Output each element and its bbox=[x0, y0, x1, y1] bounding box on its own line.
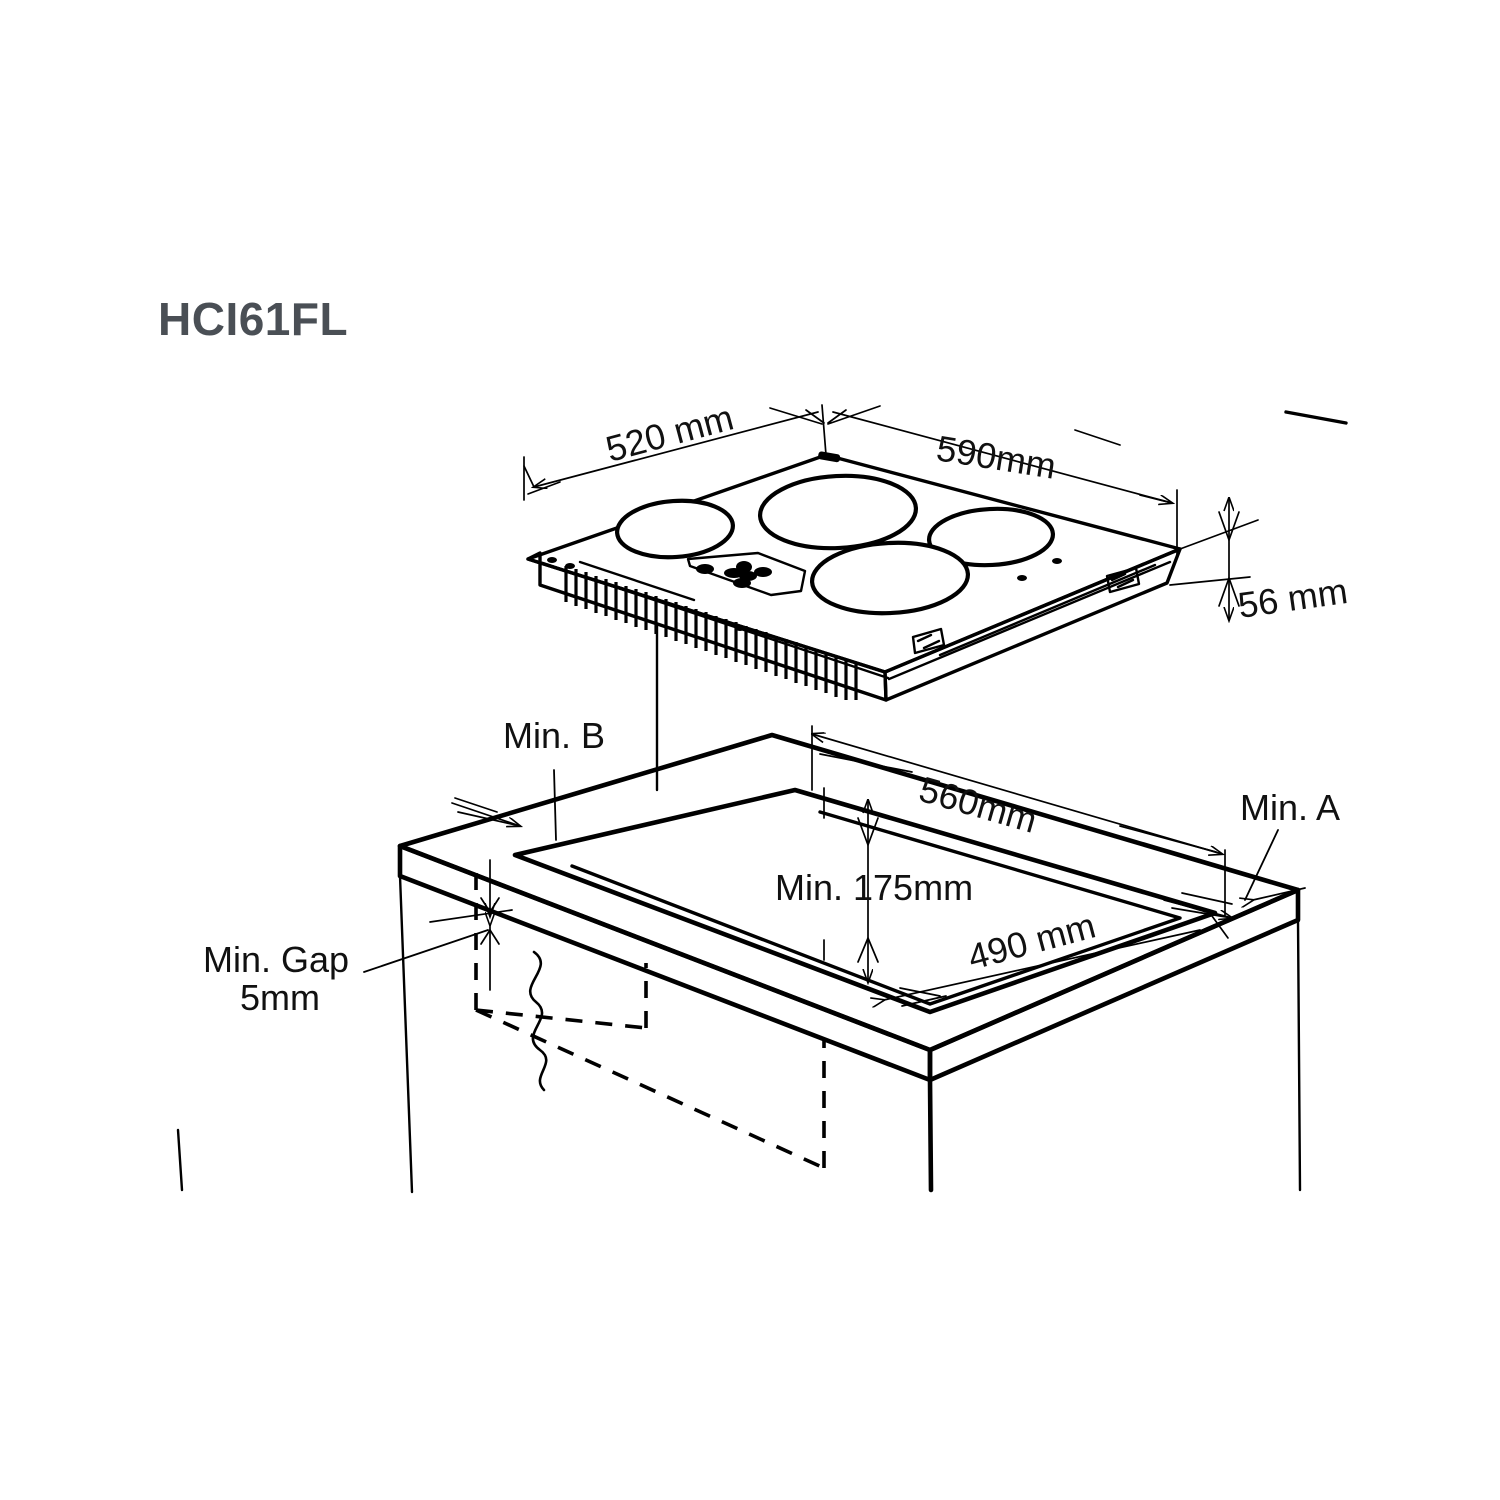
dim-490-ext bbox=[1211, 915, 1229, 939]
mounting-clip-right bbox=[1105, 566, 1141, 594]
dim-520-label: 520 mm bbox=[601, 396, 737, 469]
dim-590-line bbox=[832, 411, 1172, 503]
min-gap-leader bbox=[363, 929, 489, 973]
body-studs bbox=[547, 451, 1062, 631]
stray-line-top-right bbox=[1284, 410, 1348, 425]
min-b-arrow bbox=[451, 802, 520, 826]
cabinet-right-edge bbox=[1296, 918, 1302, 1192]
cooking-zone-rear-left bbox=[615, 498, 735, 560]
hob-body-edge-front bbox=[887, 560, 1172, 681]
control-panel-buttons bbox=[696, 561, 772, 588]
dim-560-line bbox=[812, 734, 1222, 854]
touch-control-panel bbox=[686, 551, 807, 597]
cabinet-left-edge bbox=[398, 874, 414, 1194]
cooking-zone-front-right bbox=[926, 506, 1056, 568]
min-b-leader bbox=[553, 769, 557, 841]
ventilation-grille bbox=[564, 566, 858, 700]
cabinet-far-left-edge bbox=[176, 1128, 184, 1192]
dim-56-ext-bottom bbox=[1169, 576, 1251, 586]
min-a-arrow-left bbox=[1163, 899, 1232, 918]
min-a-label: Min. A bbox=[1240, 787, 1340, 828]
hob-apex-extension bbox=[821, 404, 827, 456]
cooking-zone-front-left bbox=[809, 540, 971, 616]
min-gap-label-line1: Min. Gap bbox=[203, 939, 349, 980]
dim-175-label: Min. 175mm bbox=[775, 867, 973, 908]
dim-56-label: 56 mm bbox=[1235, 570, 1350, 626]
min-gap-ext bbox=[429, 909, 513, 923]
hob-glass-bevel-left bbox=[578, 560, 696, 602]
hob-unit bbox=[526, 451, 1182, 702]
min-gap-label-line2: 5mm bbox=[240, 977, 320, 1018]
min-b-label: Min. B bbox=[503, 715, 605, 756]
cable-break-line bbox=[528, 950, 548, 1092]
min-a-leader bbox=[1244, 829, 1279, 901]
min-a-arrow-right bbox=[1253, 887, 1306, 900]
hob-front-face bbox=[883, 547, 1182, 702]
dim-520-line bbox=[534, 411, 819, 487]
page-title: HCI61FL bbox=[158, 293, 349, 345]
worktop-dimension-annotations: Min. B Min. A 560mm Min. 175mm bbox=[203, 715, 1340, 1018]
dim-56-ext-top bbox=[1179, 519, 1259, 550]
cabinet-front-right-edge bbox=[927, 1077, 934, 1193]
cooking-zone-rear-right bbox=[757, 473, 919, 551]
dim-490-line bbox=[884, 929, 1201, 1000]
mounting-clip-front bbox=[911, 627, 946, 655]
cutout-inner-ledge bbox=[570, 810, 1182, 1006]
hob-glass-bevel-front bbox=[938, 563, 1157, 657]
worktop-cutout-opening bbox=[512, 787, 1218, 1015]
dim-590-label: 590mm bbox=[934, 427, 1059, 486]
